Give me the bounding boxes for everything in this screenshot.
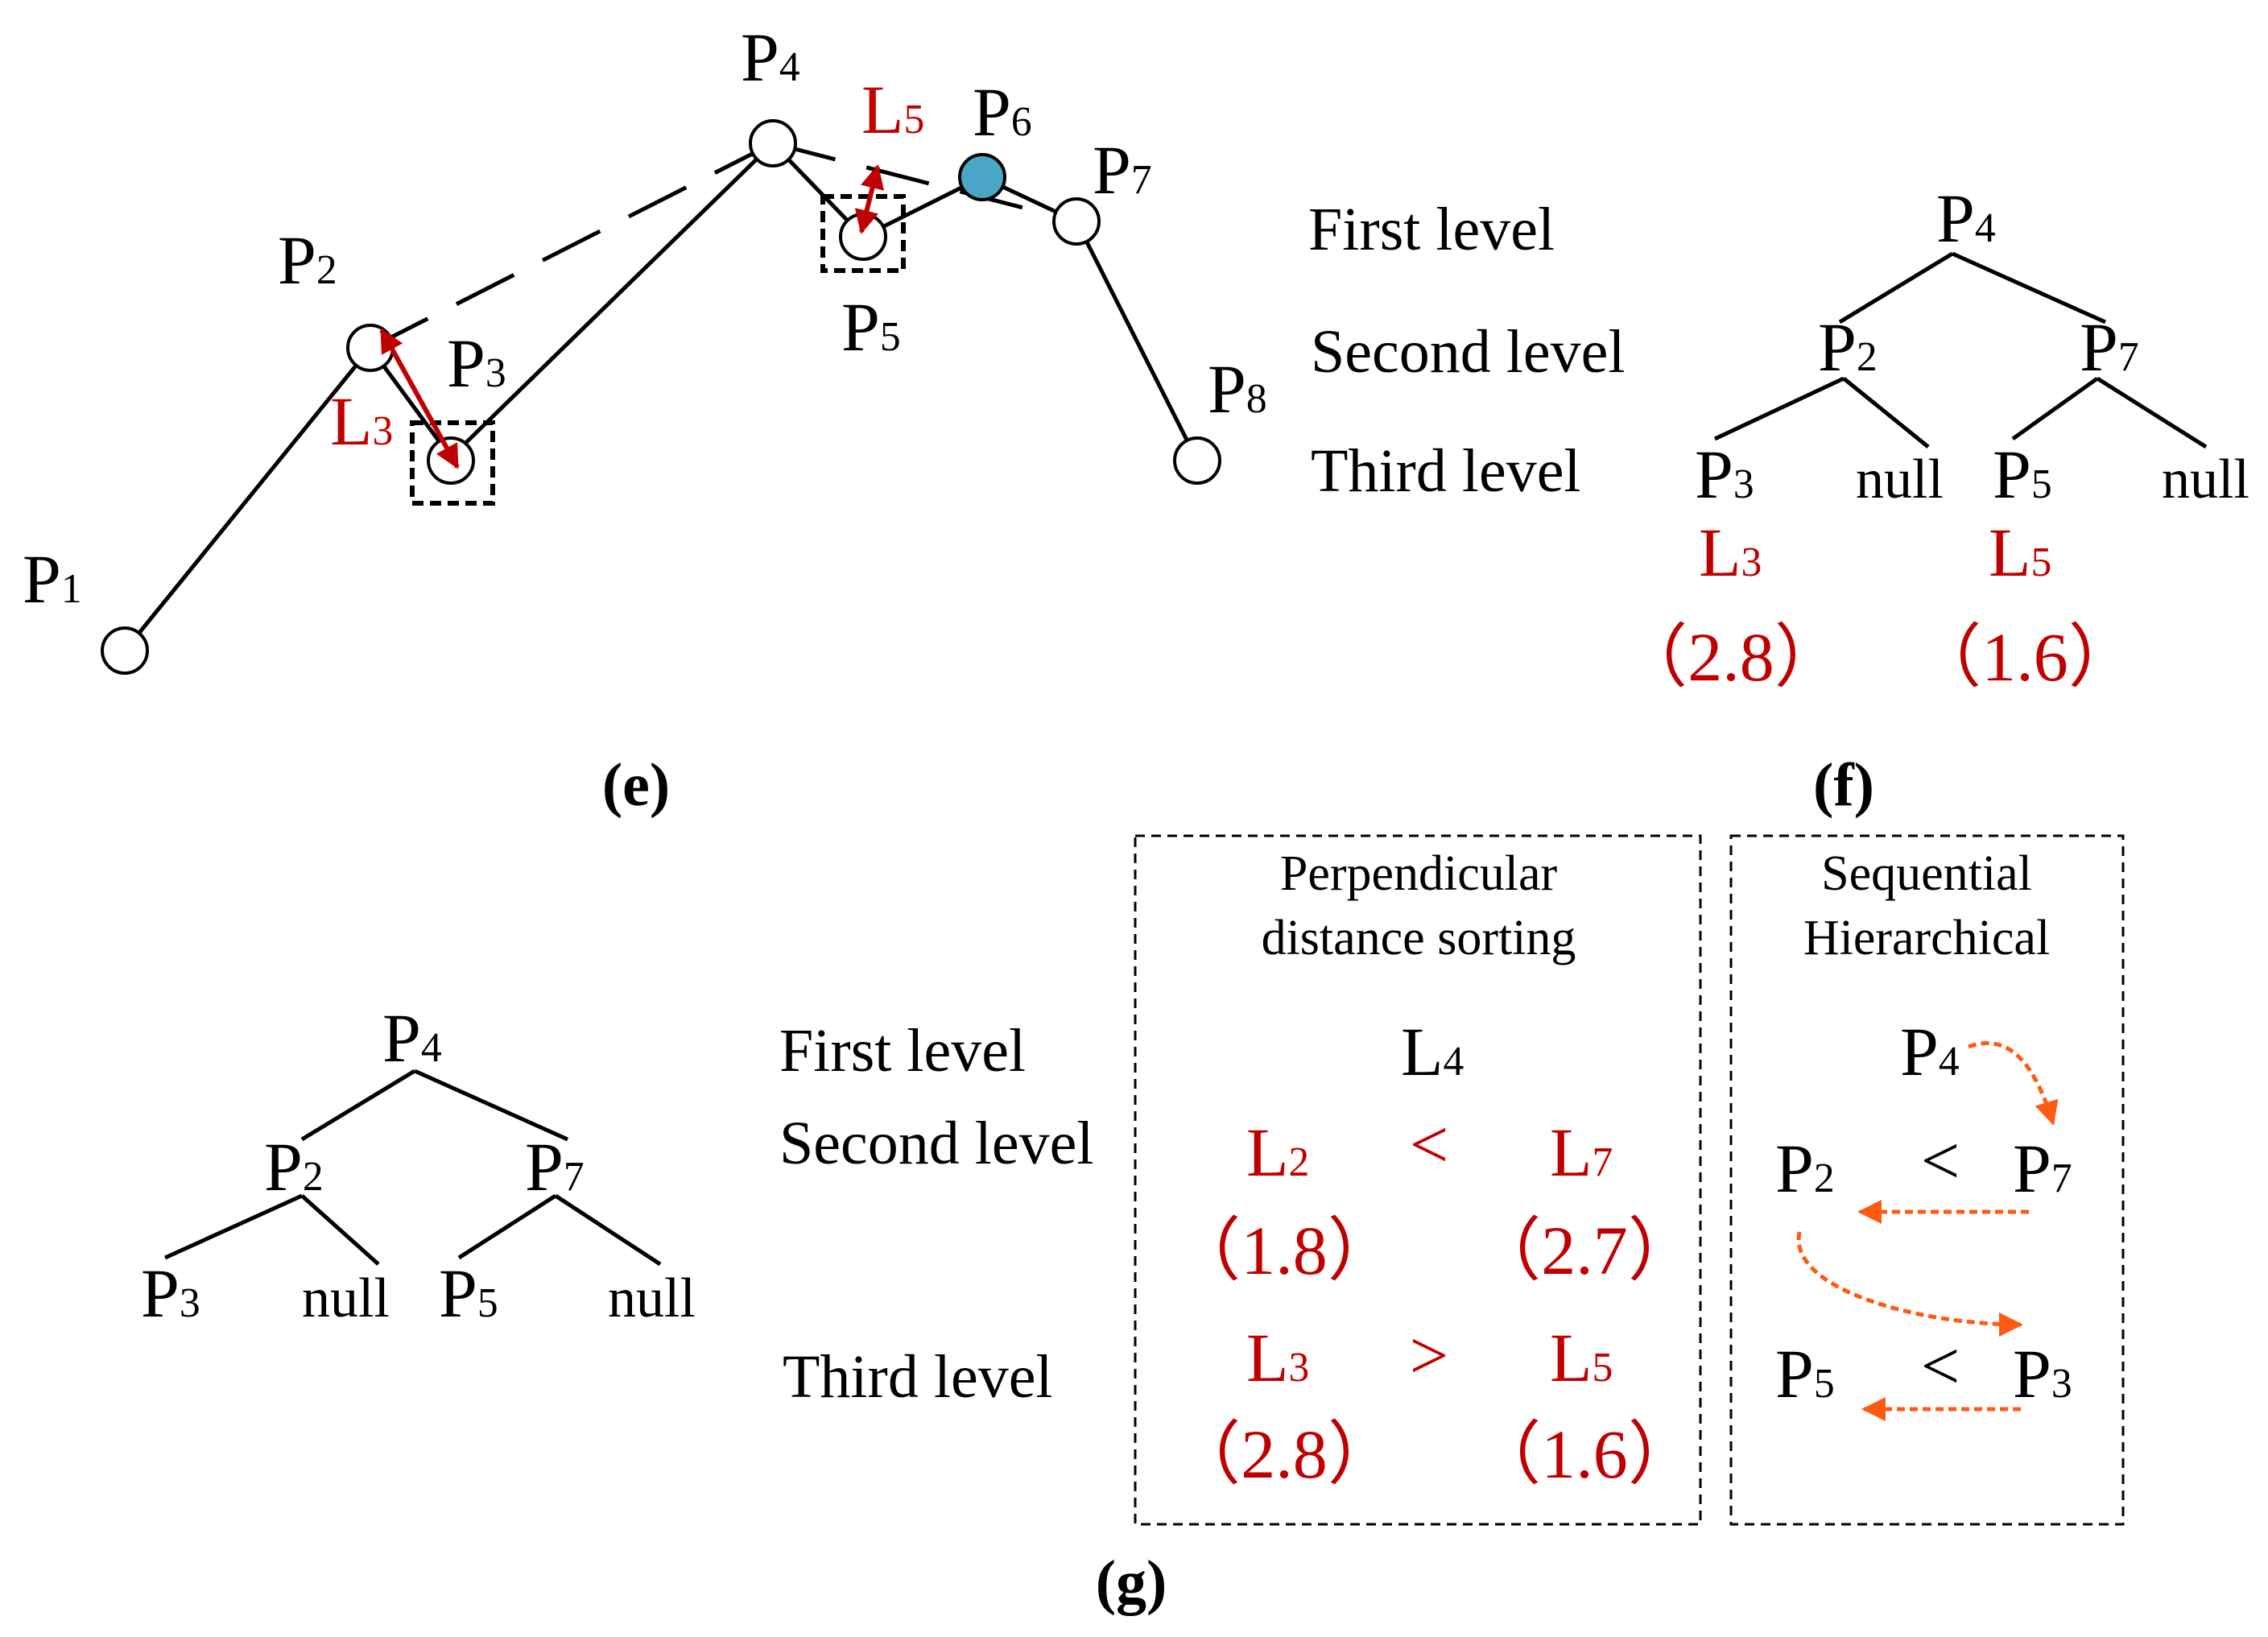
tree-edge [457, 1193, 557, 1260]
level-label-second: Second level [779, 1110, 1093, 1177]
caption-e: (e) [602, 751, 670, 819]
tree-node-p7: P7 [525, 1128, 585, 1205]
tree-node-null: null [2162, 449, 2249, 511]
point-p1-marker [101, 626, 149, 675]
level-label-third: Third level [783, 1343, 1053, 1411]
tree-node-p2: P2 [1818, 308, 1878, 386]
tree-node-p3: P3 [141, 1255, 200, 1332]
level-label-second: Second level [1311, 318, 1625, 386]
caption-f: (f) [1813, 751, 1874, 819]
order-arrow-p2-to-p3 [1796, 1231, 2023, 1337]
box1-title-line2: distance sorting [1262, 911, 1576, 965]
box2-third-left: P5 [1775, 1335, 1835, 1412]
tree-node-root: P4 [382, 999, 442, 1077]
tree-edge [300, 1069, 416, 1142]
tree-edge [2096, 376, 2208, 449]
box1-title-line1: Perpendicular [1280, 846, 1558, 901]
box2-third-right: P3 [2013, 1335, 2072, 1412]
order-arrow-p4-to-p7 [1968, 1041, 2059, 1126]
box1-third-right: L5 [1550, 1319, 1613, 1396]
tree-node-p3: P3 [1695, 436, 1754, 513]
panel-f: First level Second level Third level P4 … [1308, 180, 2249, 819]
simplified-segment-p2-p4 [369, 141, 775, 350]
tree-node-null: null [1856, 449, 1944, 511]
box1-second-left: L2 [1246, 1114, 1309, 1191]
level-label-third: Third level [1311, 437, 1581, 505]
level-label-first: First level [779, 1017, 1026, 1085]
distance-label-l3: L3 [1699, 514, 1762, 591]
tree-node-root: P4 [1936, 180, 1996, 257]
trajectory-polyline [123, 140, 1200, 652]
label-p7: P7 [1093, 131, 1152, 209]
distance-label-l5: L5 [1989, 514, 2051, 591]
tree-node-null: null [302, 1267, 390, 1329]
tree-node-null: null [608, 1267, 696, 1329]
box2-title-line1: Sequential [1821, 846, 2032, 901]
label-p1: P1 [23, 540, 82, 618]
point-p2-marker [346, 324, 395, 372]
label-l3: L3 [330, 382, 393, 460]
caption-g: (g) [1096, 1548, 1167, 1616]
label-p3: P3 [447, 325, 506, 402]
point-p4-marker [749, 119, 797, 167]
box1-third-op: > [1410, 1317, 1449, 1394]
distance-arrow-l3 [379, 328, 460, 469]
tree-node-p7: P7 [2080, 308, 2139, 386]
box1-second-op: < [1410, 1106, 1449, 1183]
tree-edge [1951, 251, 2107, 325]
tree-edge [413, 1069, 569, 1142]
box2-first-p4: P4 [1900, 1013, 1960, 1090]
tree-edge [2011, 376, 2099, 441]
tree-node-p2: P2 [264, 1128, 324, 1205]
tree-edge [554, 1193, 662, 1267]
point-p8-marker [1173, 436, 1221, 485]
box2-third-op: < [1921, 1327, 1960, 1404]
distance-value-l3: （2.8） [1618, 618, 1844, 696]
label-p4: P4 [741, 19, 800, 96]
tree-node-p5: P5 [1993, 436, 2052, 513]
tree-edge [300, 1194, 380, 1266]
box1-second-left-value: （1.8） [1171, 1212, 1397, 1289]
box1-third-right-value: （1.6） [1472, 1416, 1697, 1493]
tree-edge [163, 1193, 304, 1260]
perpendicular-sorting-box [1134, 834, 1702, 1526]
simplified-segment-p4-p7 [772, 141, 1077, 224]
label-p8: P8 [1208, 350, 1267, 428]
sequential-hierarchical-box [1729, 834, 2125, 1526]
box1-first-l4: L4 [1401, 1013, 1464, 1090]
box2-second-op: < [1921, 1122, 1960, 1199]
tree-node-p5: P5 [439, 1255, 498, 1332]
label-p6: P6 [973, 73, 1032, 151]
level-label-first: First level [1308, 196, 1555, 263]
tree-edge [1838, 251, 1954, 325]
panel-g: P4 P2 P7 P3 null P5 null First level Sec… [141, 834, 2125, 1616]
box1-third-left: L3 [1246, 1319, 1309, 1396]
label-p2: P2 [278, 221, 337, 299]
point-p6-marker [958, 153, 1006, 201]
distance-arrow-l5 [854, 164, 885, 234]
box1-second-right-value: （2.7） [1472, 1212, 1697, 1289]
box2-title-line2: Hierarchical [1803, 911, 2050, 965]
distance-value-l5: （1.6） [1912, 618, 2138, 696]
label-p5: P5 [841, 288, 901, 366]
panel-e: P1 P2 P3 P4 P5 P6 P7 P8 L3 L5 (e) [23, 19, 1267, 819]
point-p7-marker [1052, 197, 1101, 246]
point-p3-marker [427, 436, 475, 485]
label-l5: L5 [861, 71, 924, 148]
tree-edge [1842, 377, 1930, 449]
box1-second-right: L7 [1550, 1114, 1613, 1191]
box2-second-left: P2 [1775, 1130, 1835, 1207]
box1-third-left-value: （2.8） [1171, 1416, 1397, 1493]
box2-second-right: P7 [2013, 1130, 2072, 1207]
tree-edge [1713, 376, 1845, 441]
